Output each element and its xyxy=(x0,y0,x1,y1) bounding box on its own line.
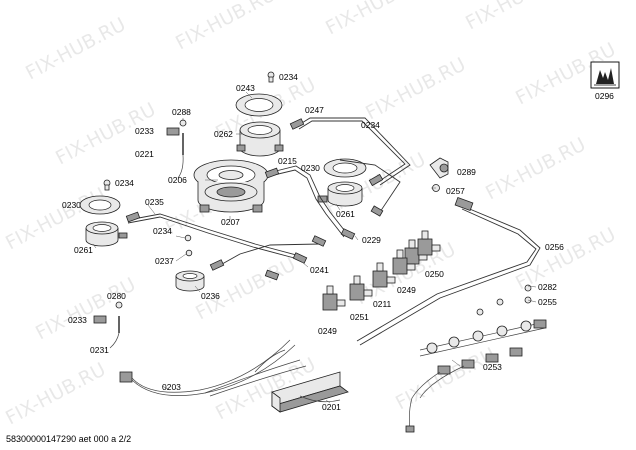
label-0234: 0234 xyxy=(153,226,172,236)
watermark: FIX-HUB.RU xyxy=(192,253,299,324)
label-0262: 0262 xyxy=(214,129,233,139)
label-0231: 0231 xyxy=(90,345,109,355)
thermocouple-0233 xyxy=(166,127,184,179)
watermark: FIX-HUB.RU xyxy=(362,53,469,124)
symbol-label: 0296 xyxy=(595,91,614,101)
label-0234: 0234 xyxy=(115,178,134,188)
fittings xyxy=(125,118,384,281)
leader-lines xyxy=(92,91,537,404)
watermark: FIX-HUB.RU xyxy=(172,0,279,54)
pipe-0234 xyxy=(296,117,411,186)
ignition-module-0201 xyxy=(271,371,349,413)
label-0241: 0241 xyxy=(310,265,329,275)
burner-body-0262 xyxy=(236,121,284,157)
watermark: FIX-HUB.RU xyxy=(482,133,589,204)
wok-burner-0206 xyxy=(193,159,269,213)
watermark: FIX-HUB.RU xyxy=(512,223,619,294)
o-ring-0280 xyxy=(115,301,123,309)
label-0221: 0221 xyxy=(135,149,154,159)
label-0247: 0247 xyxy=(305,105,324,115)
watermark: FIX-HUB.RU xyxy=(462,0,569,34)
ignition-harness-0253 xyxy=(405,284,547,433)
burner-body-0261-left xyxy=(85,221,128,247)
label-0203: 0203 xyxy=(162,382,181,392)
label-0289: 0289 xyxy=(457,167,476,177)
label-0251: 0251 xyxy=(350,312,369,322)
screw-0234-top xyxy=(267,71,275,83)
label-0235: 0235 xyxy=(145,197,164,207)
pipe-0215 xyxy=(271,165,349,236)
label-0230: 0230 xyxy=(301,163,320,173)
label-0236: 0236 xyxy=(201,291,220,301)
label-0243: 0243 xyxy=(236,83,255,93)
label-0211: 0211 xyxy=(373,299,392,309)
label-0207: 0207 xyxy=(221,217,240,227)
thermocouple-0233-lower xyxy=(93,315,120,349)
label-0249: 0249 xyxy=(397,285,416,295)
label-0229: 0229 xyxy=(362,235,381,245)
screw-0234-left xyxy=(103,179,111,191)
label-0206: 0206 xyxy=(168,175,187,185)
burner-cap-0230-right xyxy=(323,158,367,178)
burner-body-0236 xyxy=(175,270,205,292)
pipe-0241 xyxy=(214,243,321,269)
gas-flame-icon xyxy=(594,68,616,86)
burner-body-0261-right xyxy=(317,181,363,207)
label-0249: 0249 xyxy=(318,326,337,336)
part-labels: 0243 0234 0288 0233 0221 0262 0247 0234 … xyxy=(62,72,564,412)
footer-reference: 58300000147290 aet 000 a 2/2 xyxy=(6,434,132,444)
burner-cap-0230-left xyxy=(79,195,121,215)
wiring-loom-0203 xyxy=(119,339,307,397)
gas-pipes xyxy=(127,117,541,346)
label-0282: 0282 xyxy=(538,282,557,292)
gas-symbol-box: 0296 xyxy=(590,61,620,101)
elbow-0289 xyxy=(429,157,449,179)
gas-valves xyxy=(322,230,441,311)
label-0257: 0257 xyxy=(446,186,465,196)
watermark-layer: FIX-HUB.RU FIX-HUB.RU FIX-HUB.RU FIX-HUB… xyxy=(2,0,619,429)
label-0280: 0280 xyxy=(107,291,126,301)
label-0288: 0288 xyxy=(172,107,191,117)
label-0237: 0237 xyxy=(155,256,174,266)
pipe-end-0256 xyxy=(454,196,474,212)
label-0253: 0253 xyxy=(483,362,502,372)
label-0201: 0201 xyxy=(322,402,341,412)
label-0255: 0255 xyxy=(538,297,557,307)
watermark: FIX-HUB.RU xyxy=(2,358,109,429)
label-0233: 0233 xyxy=(135,126,154,136)
screw-0237 xyxy=(185,249,193,257)
screw-0234-small xyxy=(184,234,192,242)
watermark: FIX-HUB.RU xyxy=(22,13,129,84)
label-0256: 0256 xyxy=(545,242,564,252)
label-0234: 0234 xyxy=(361,120,380,130)
label-0215: 0215 xyxy=(278,156,297,166)
watermark: FIX-HUB.RU xyxy=(392,343,499,414)
label-0261: 0261 xyxy=(336,209,355,219)
burner-cap-0243 xyxy=(235,93,283,117)
pipe-0235 xyxy=(127,213,301,257)
label-0230: 0230 xyxy=(62,200,81,210)
label-0234: 0234 xyxy=(279,72,298,82)
label-0250: 0250 xyxy=(425,269,444,279)
label-0233: 0233 xyxy=(68,315,87,325)
pipe-0256 xyxy=(359,204,541,346)
pipe-0229 xyxy=(339,159,401,213)
watermark: FIX-HUB.RU xyxy=(322,0,429,39)
watermark: FIX-HUB.RU xyxy=(32,273,139,344)
label-0261: 0261 xyxy=(74,245,93,255)
